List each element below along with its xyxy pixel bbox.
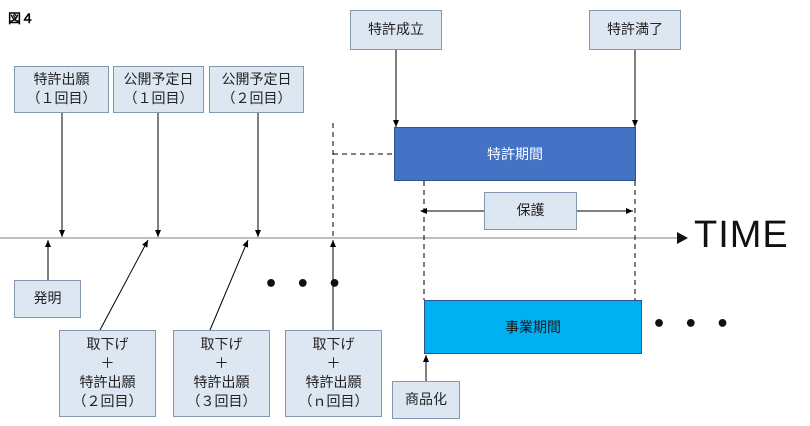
withdraw-second-line4: （２回目）	[72, 393, 143, 410]
withdraw-second-line3: 特許出願	[79, 374, 136, 391]
filing-first-box: 特許出願 （１回目）	[14, 66, 109, 113]
withdraw-third-line4: （３回目）	[186, 393, 257, 410]
withdraw-third-line2: ＋	[214, 355, 229, 372]
publication-second-line1: 公開予定日	[221, 71, 292, 88]
grant-box: 特許成立	[350, 10, 442, 50]
withdraw-third-box: 取下げ ＋ 特許出願 （３回目）	[173, 330, 270, 417]
business-term-bar: 事業期間	[424, 300, 642, 354]
publication-second-line2: （２回目）	[221, 90, 292, 107]
filing-first-line1: 特許出願	[33, 71, 90, 88]
withdraw-nth-line2: ＋	[326, 355, 341, 372]
withdraw-second-line2: ＋	[100, 355, 115, 372]
withdraw-nth-line3: 特許出願	[305, 374, 362, 391]
withdraw-third-line3: 特許出願	[193, 374, 250, 391]
ellipsis-timeline: • • •	[264, 272, 347, 297]
commercialization-box: 商品化	[392, 381, 460, 419]
invention-label: 発明	[33, 290, 62, 307]
timeline-arrowhead	[677, 232, 688, 244]
publication-first-box: 公開予定日 （１回目）	[113, 66, 204, 113]
withdraw-second-box: 取下げ ＋ 特許出願 （２回目）	[59, 330, 156, 417]
ellipsis-business: • • •	[652, 312, 735, 337]
figure-label: 図４	[8, 12, 35, 27]
invention-box: 発明	[14, 280, 81, 318]
publication-first-line2: （１回目）	[123, 90, 194, 107]
protection-label: 保護	[516, 202, 545, 219]
patent-term-label: 特許期間	[487, 147, 543, 163]
withdraw-nth-line4: （ｎ回目）	[298, 393, 369, 410]
withdraw-nth-line1: 取下げ	[312, 336, 355, 353]
time-label: TIME	[694, 214, 789, 256]
patent-term-bar: 特許期間	[394, 127, 636, 181]
withdraw-second-line1: 取下げ	[86, 336, 129, 353]
expiration-box: 特許満了	[589, 10, 681, 50]
publication-second-box: 公開予定日 （２回目）	[209, 66, 304, 113]
filing-first-line2: （１回目）	[26, 90, 97, 107]
withdraw-nth-box: 取下げ ＋ 特許出願 （ｎ回目）	[285, 330, 382, 417]
business-term-label: 事業期間	[505, 320, 561, 336]
commercialization-label: 商品化	[405, 391, 447, 408]
grant-label: 特許成立	[368, 21, 424, 38]
publication-first-line1: 公開予定日	[123, 71, 194, 88]
protection-box: 保護	[484, 192, 577, 230]
withdraw-third-line1: 取下げ	[200, 336, 243, 353]
expiration-label: 特許満了	[607, 21, 663, 38]
